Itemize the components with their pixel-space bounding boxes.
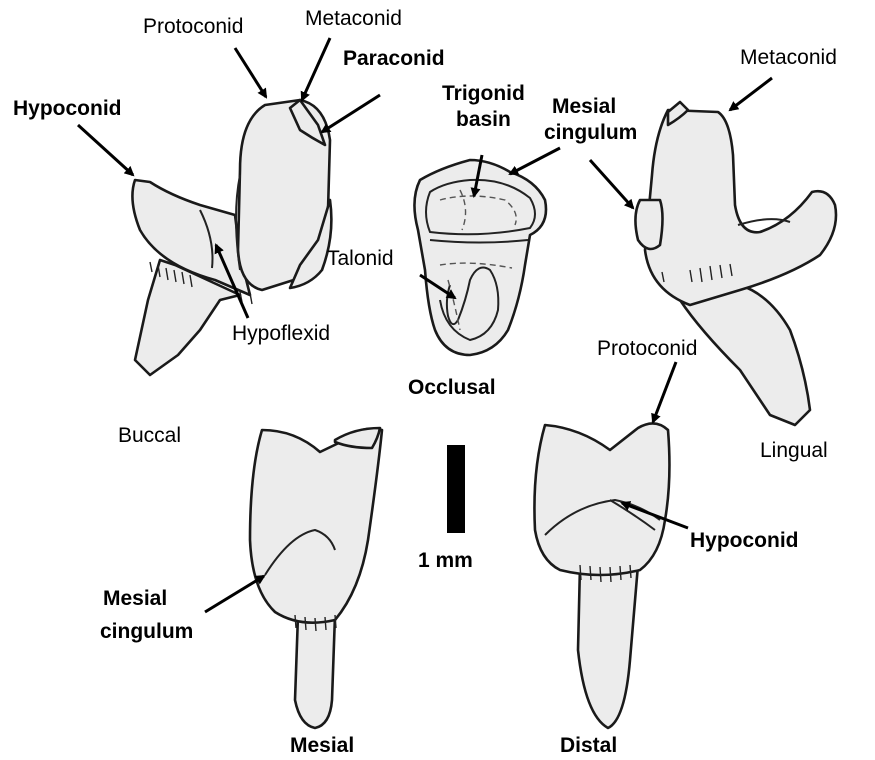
distal-view-drawing: [534, 423, 669, 728]
label-mesial-cingulum-top-line1: Mesial: [552, 95, 616, 118]
arrow-metaconid-top: [302, 38, 330, 100]
label-mesial-cingulum-bottom-line1: Mesial: [103, 587, 167, 610]
arrow-protoconid-right: [653, 362, 676, 422]
scale-bar: [447, 445, 465, 533]
label-hypoconid-right: Hypoconid: [690, 529, 799, 552]
view-label-mesial: Mesial: [290, 734, 354, 757]
arrow-metaconid-right: [730, 78, 772, 110]
label-hypoconid-left: Hypoconid: [13, 97, 122, 120]
arrow-mesial-cingulum-bottom: [205, 576, 264, 612]
occlusal-view-drawing: [414, 160, 546, 355]
lingual-view-drawing: [635, 102, 836, 425]
view-label-distal: Distal: [560, 734, 617, 757]
label-protoconid-right: Protoconid: [597, 337, 697, 360]
arrow-mesial-cingulum-top-b: [590, 160, 633, 208]
arrow-hypoconid-left: [78, 125, 133, 175]
label-mesial-cingulum-bottom-line2: cingulum: [100, 620, 193, 643]
view-label-lingual: Lingual: [760, 439, 828, 462]
label-protoconid-top: Protoconid: [143, 15, 243, 38]
view-label-buccal: Buccal: [118, 424, 181, 447]
label-hypoflexid: Hypoflexid: [232, 322, 330, 345]
view-label-occlusal: Occlusal: [408, 376, 496, 399]
arrow-mesial-cingulum-top-a: [510, 148, 560, 174]
label-trigonid-basin-line2: basin: [456, 108, 511, 131]
mesial-view-drawing: [250, 428, 382, 728]
label-metaconid-top: Metaconid: [305, 7, 402, 30]
scale-bar-label: 1 mm: [418, 549, 473, 572]
arrow-paraconid: [322, 95, 380, 132]
label-talonid: Talonid: [327, 247, 394, 270]
label-paraconid: Paraconid: [343, 47, 445, 70]
label-metaconid-right: Metaconid: [740, 46, 837, 69]
arrow-protoconid-top: [235, 48, 266, 97]
label-mesial-cingulum-top-line2: cingulum: [544, 121, 637, 144]
label-trigonid-basin-line1: Trigonid: [442, 82, 525, 105]
